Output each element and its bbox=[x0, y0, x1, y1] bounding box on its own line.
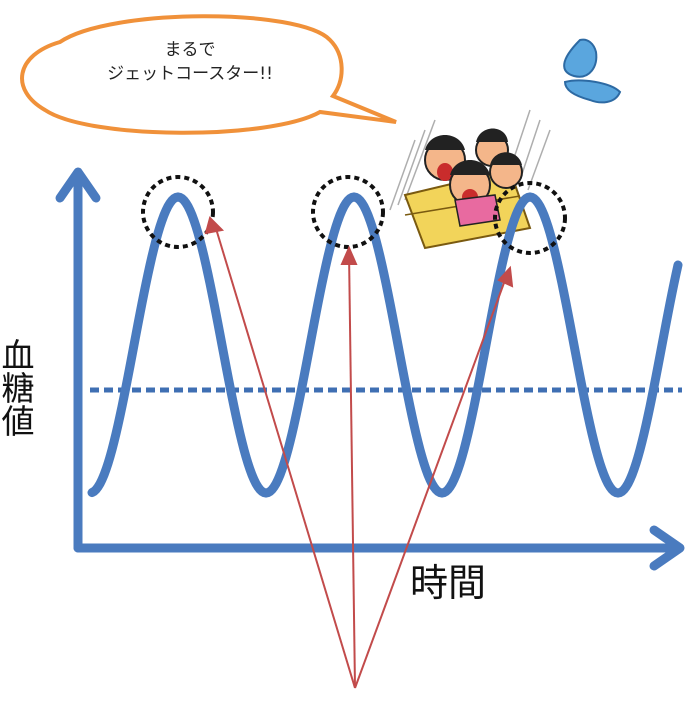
x-axis-label: 時間 bbox=[410, 561, 487, 605]
blood-sugar-curve bbox=[87, 192, 683, 498]
speech-bubble-line-1: まるで bbox=[164, 40, 216, 60]
roller-coaster-illustration bbox=[389, 109, 551, 250]
y-axis-label: 血糖値 bbox=[0, 338, 35, 437]
peak-circle-1 bbox=[141, 175, 215, 249]
speech-bubble-text: まるで ジェットコースター!! bbox=[40, 38, 340, 86]
peak-markers bbox=[141, 175, 567, 255]
x-axis-arrowhead bbox=[649, 525, 685, 571]
pointer-arrows bbox=[204, 216, 514, 689]
speech-bubble-line-2: ジェットコースター!! bbox=[107, 64, 273, 84]
speech-bubble bbox=[20, 14, 397, 135]
peak-circle-3 bbox=[493, 181, 567, 255]
sweat-drop-icon bbox=[563, 38, 622, 104]
peak-circle-2 bbox=[311, 175, 385, 249]
axes bbox=[55, 167, 685, 571]
y-axis-arrowhead bbox=[55, 167, 101, 203]
